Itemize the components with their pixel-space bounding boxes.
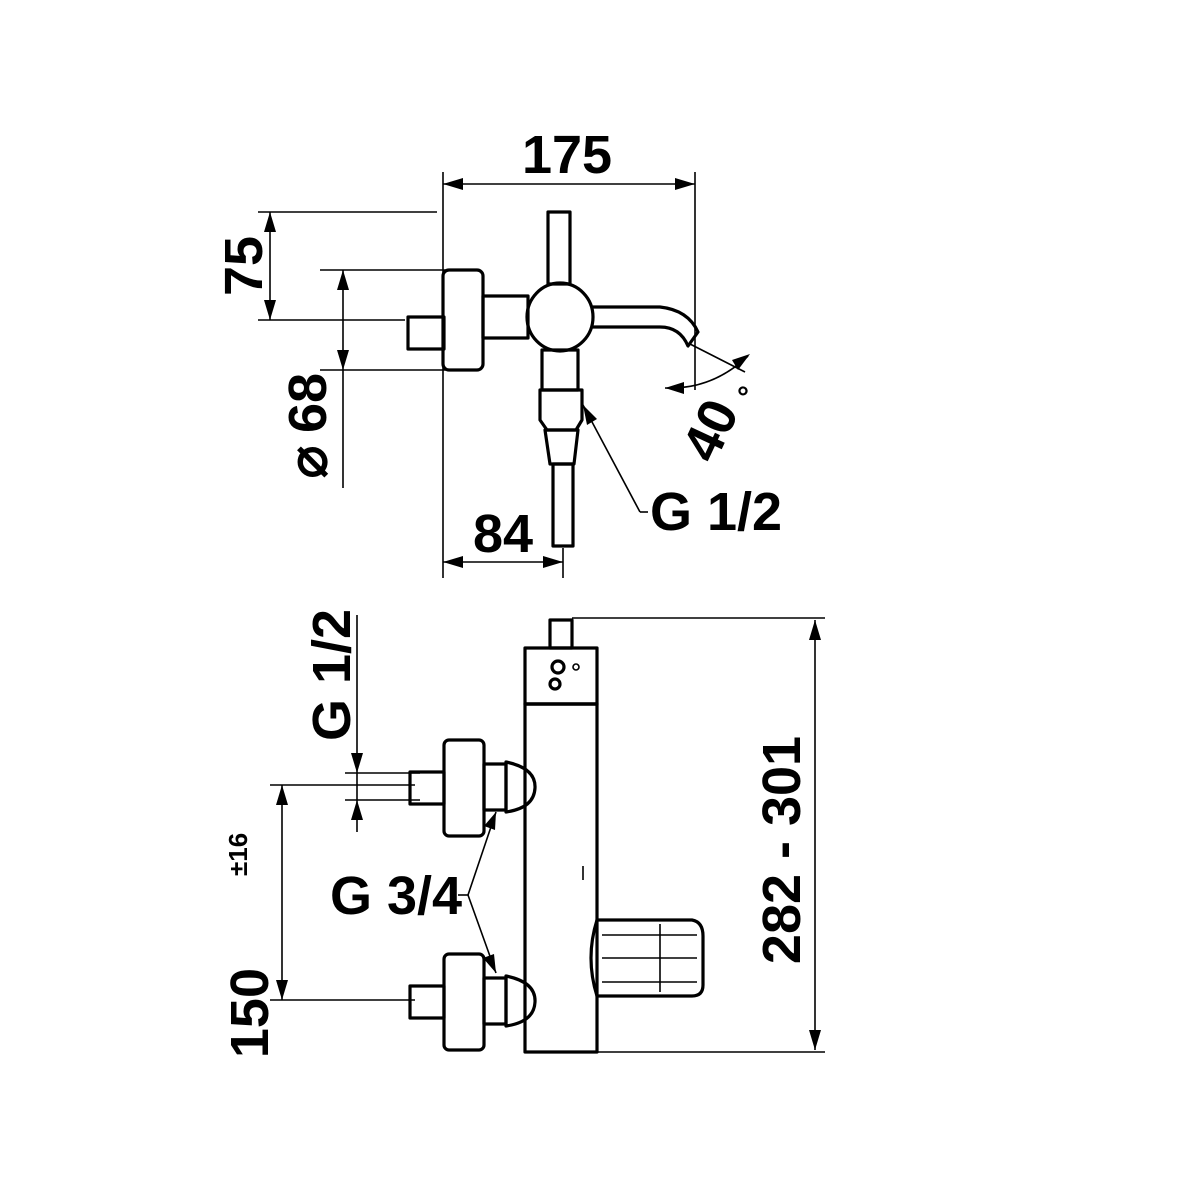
- inlet-spacing-label: 150: [220, 968, 280, 1058]
- degree-symbol: °: [737, 381, 749, 414]
- front-lower-dome: [504, 974, 537, 1028]
- front-indicator-dot-lower: [548, 677, 562, 691]
- front-upper-nut: [482, 762, 508, 812]
- top-control-cylinder: [525, 281, 595, 353]
- front-upper-dome: [504, 760, 537, 814]
- top-thread-callout: G 1/2: [302, 609, 363, 832]
- top-connector: [481, 294, 530, 340]
- dimension-175-label: 175: [522, 125, 612, 185]
- front-spout-inner: [589, 918, 599, 998]
- front-upper-flange: [442, 738, 486, 838]
- inlet-thread-callout: G 3/4: [330, 811, 497, 974]
- dimension-height-range: 282 - 301: [752, 620, 821, 1050]
- top-outlet-nut: [538, 388, 584, 432]
- front-lower-inlet-stub: [408, 984, 446, 1020]
- front-indicator-dot: [550, 659, 566, 675]
- outlet-thread-callout: G 1/2: [582, 404, 782, 542]
- front-indicator-dot-small: [572, 663, 580, 671]
- top-lever-handle: [546, 210, 572, 286]
- front-top-cap: [548, 618, 574, 650]
- top-spout: [591, 305, 700, 348]
- top-view: 175 75 ⌀ 68 84: [214, 125, 782, 578]
- inlet-thread-label: G 3/4: [330, 866, 462, 926]
- dimension-75-label: 75: [214, 236, 274, 296]
- front-lower-nut: [482, 976, 508, 1026]
- top-inlet-stub: [406, 315, 446, 351]
- front-view: 282 - 301 150 ±16 G 1/2 G 3/4: [220, 609, 825, 1058]
- front-main-body: [523, 702, 599, 1054]
- front-view-body: [408, 618, 705, 1054]
- dimension-75: 75: [214, 212, 276, 320]
- dimension-175: 175: [443, 125, 695, 190]
- diameter-symbol: ⌀: [278, 446, 338, 479]
- outlet-thread-label: G 1/2: [650, 482, 782, 542]
- dimension-84: 84: [443, 504, 563, 568]
- front-lower-flange: [442, 952, 486, 1052]
- top-view-body: [406, 210, 700, 548]
- dimension-68-label: 68: [278, 373, 338, 433]
- top-stem: [540, 348, 580, 392]
- dimension-inlet-spacing: 150 ±16: [220, 785, 288, 1058]
- top-outlet-pipe: [551, 462, 575, 548]
- dimension-angle-40: 40 °: [664, 343, 751, 470]
- top-outlet-taper: [543, 428, 580, 466]
- top-wall-flange: [441, 268, 485, 372]
- dimension-84-label: 84: [473, 504, 533, 564]
- front-thermostat-head: [523, 646, 599, 706]
- height-range-label: 282 - 301: [752, 736, 812, 964]
- dimension-diameter-68: ⌀ 68: [278, 270, 349, 488]
- front-spout: [595, 918, 705, 998]
- top-thread-label: G 1/2: [302, 609, 362, 741]
- inlet-spacing-tolerance: ±16: [223, 833, 253, 876]
